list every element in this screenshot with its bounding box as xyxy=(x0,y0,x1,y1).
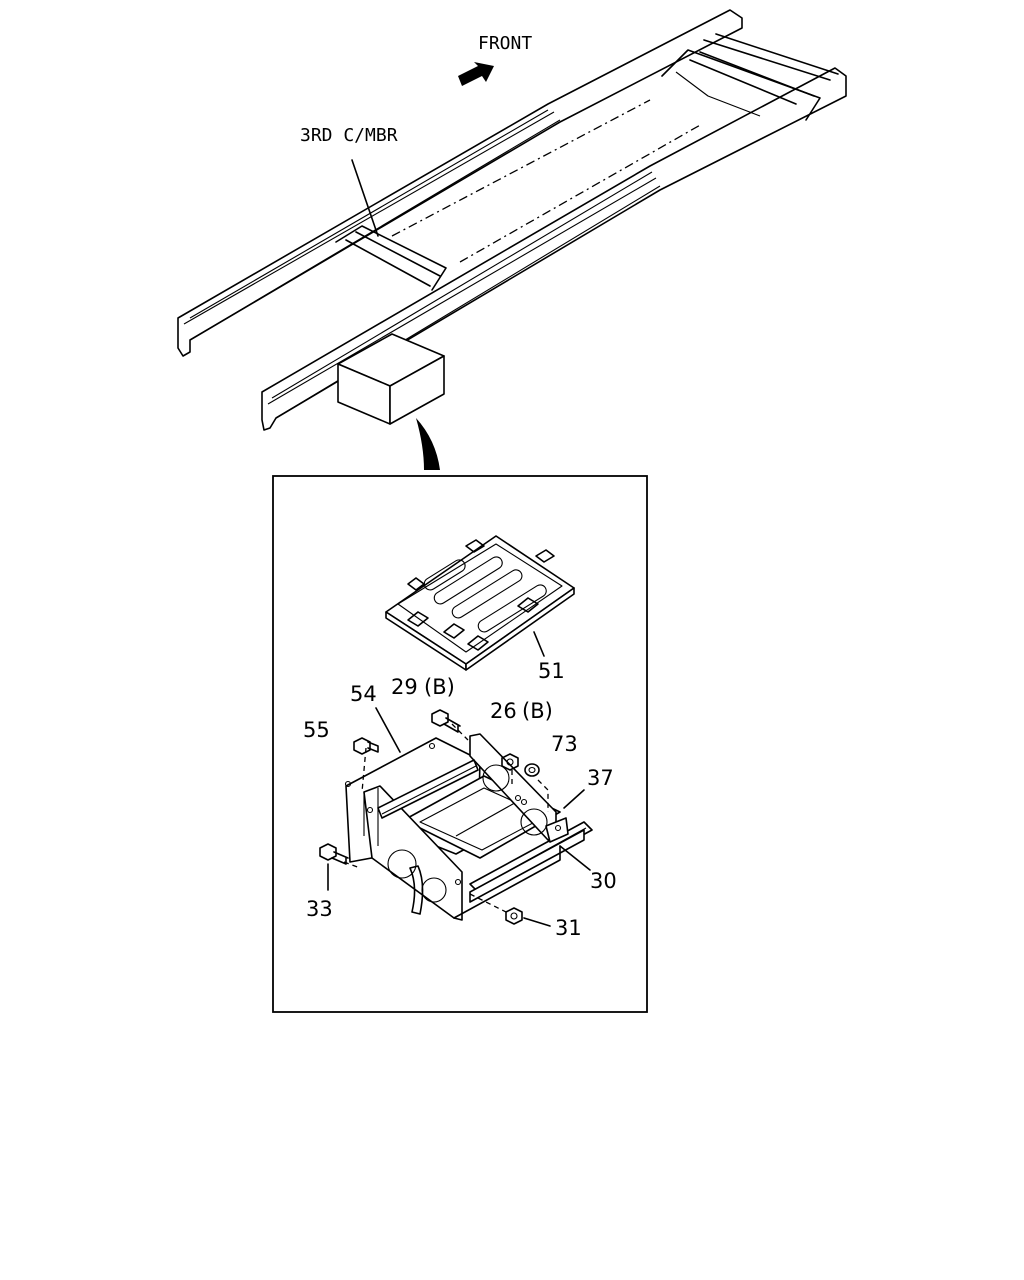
front-label: FRONT xyxy=(478,33,532,54)
detail-pointer-arrow xyxy=(416,418,440,470)
callout-29: 29 xyxy=(391,675,418,699)
callout-29-suffix: (B) xyxy=(424,675,455,699)
callout-33: 33 xyxy=(306,897,333,921)
part-54-bracket xyxy=(344,733,593,921)
callout-26: 26 xyxy=(490,699,517,723)
callout-73: 73 xyxy=(551,732,578,756)
alignment-lines xyxy=(343,723,549,915)
crossmember-label: 3RD C/MBR xyxy=(300,125,398,146)
fastener-26-nut xyxy=(501,753,519,771)
callout-51: 51 xyxy=(538,659,565,683)
callout-54: 54 xyxy=(350,682,377,706)
fastener-33-bolt xyxy=(319,843,349,865)
callout-37: 37 xyxy=(587,766,614,790)
part-51-controller xyxy=(385,535,575,671)
fastener-55-bolt xyxy=(353,737,379,755)
front-arrow-icon xyxy=(458,62,494,86)
callout-31: 31 xyxy=(555,916,582,940)
callout-30: 30 xyxy=(590,869,617,893)
detail-frame xyxy=(272,475,648,1013)
callout-26-suffix: (B) xyxy=(522,699,553,723)
module-location-box xyxy=(337,333,445,425)
callout-55: 55 xyxy=(303,718,330,742)
fastener-29-bolt xyxy=(431,709,461,733)
fastener-31-nut xyxy=(505,907,523,925)
chassis-frame: FRONT 3RD C/MBR xyxy=(177,9,847,431)
part-73-grommet xyxy=(524,763,540,777)
